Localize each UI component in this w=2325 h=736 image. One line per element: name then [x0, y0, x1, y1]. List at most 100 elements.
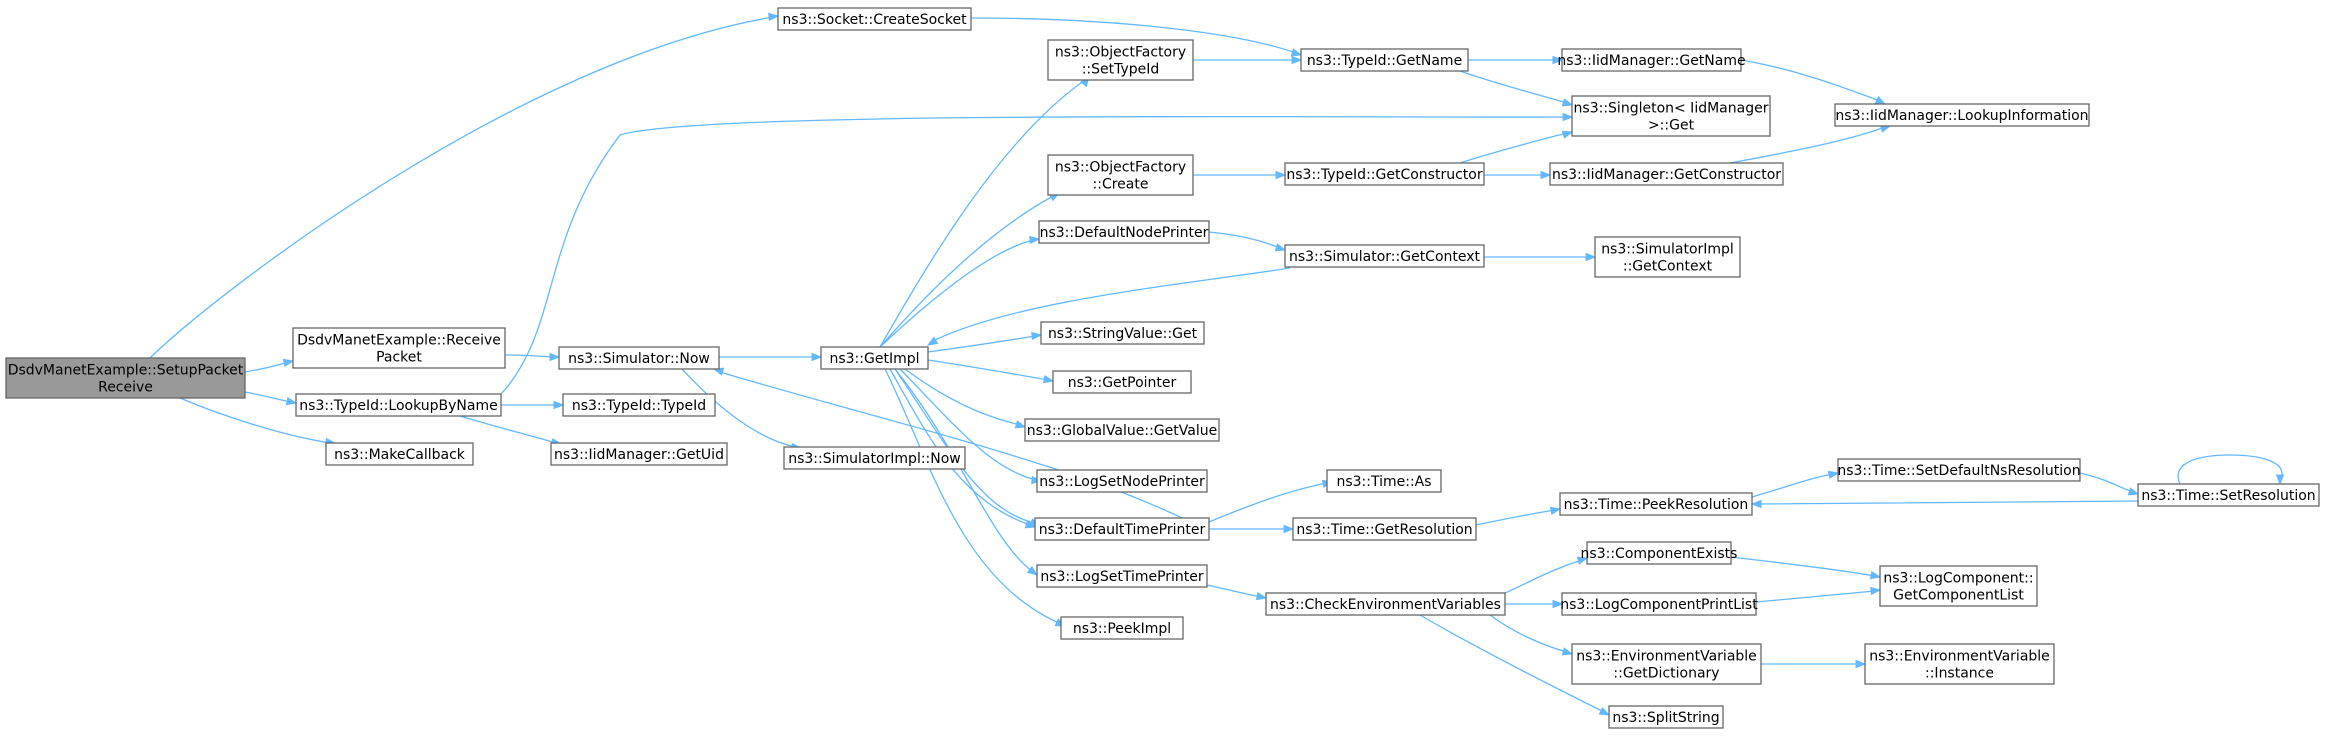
node-iid-lookupinformation[interactable]: ns3::IidManager::LookupInformation	[1834, 103, 2090, 127]
node-label: ns3::GlobalValue::GetValue	[1027, 423, 1217, 439]
node-time-setdefaultnsresolution[interactable]: ns3::Time::SetDefaultNsResolution	[1837, 458, 2081, 482]
call-edge	[719, 371, 1210, 533]
call-edge	[1751, 473, 1834, 498]
node-iid-getuid[interactable]: ns3::IidManager::GetUid	[550, 442, 728, 466]
node-get-impl[interactable]: ns3::GetImpl	[820, 346, 929, 370]
node-label: ns3::StringValue::Get	[1048, 326, 1198, 342]
node-time-getresolution[interactable]: ns3::Time::GetResolution	[1292, 517, 1477, 541]
node-label: DsdvManetExample::SetupPacket	[8, 363, 244, 379]
call-edge-arrowhead	[553, 400, 565, 410]
node-simimpl-getcontext[interactable]: ns3::SimulatorImpl::GetContext	[1594, 236, 1741, 278]
call-edge-arrowhead	[1255, 591, 1268, 601]
node-split-string[interactable]: ns3::SplitString	[1608, 705, 1724, 729]
node-lookup-by-name[interactable]: ns3::TypeId::LookupByName	[295, 393, 502, 417]
node-log-set-time-printer[interactable]: ns3::LogSetTimePrinter	[1036, 564, 1208, 588]
node-of-create[interactable]: ns3::ObjectFactory::Create	[1047, 154, 1194, 196]
node-default-node-printer[interactable]: ns3::DefaultNodePrinter	[1038, 220, 1210, 244]
node-iid-getname[interactable]: ns3::IidManager::GetName	[1557, 48, 1746, 72]
node-label: ::SetTypeId	[1082, 62, 1160, 78]
node-label: ::Create	[1093, 177, 1149, 193]
call-edge-arrowhead	[1549, 506, 1562, 516]
node-box	[1594, 236, 1741, 278]
node-component-exists[interactable]: ns3::ComponentExists	[1581, 541, 1738, 565]
call-edge	[1459, 132, 1568, 164]
node-label: ::GetContext	[1623, 259, 1713, 275]
call-edge	[1208, 482, 1328, 523]
node-label: ns3::LogSetTimePrinter	[1040, 569, 1204, 585]
call-edge	[1475, 509, 1556, 526]
node-singleton-get[interactable]: ns3::Singleton< IidManager>::Get	[1571, 95, 1771, 137]
call-edge-arrowhead	[1576, 556, 1589, 565]
node-log-set-node-printer[interactable]: ns3::LogSetNodePrinter	[1036, 469, 1208, 493]
node-box	[1561, 48, 1742, 72]
node-label: ns3::CheckEnvironmentVariables	[1270, 597, 1501, 613]
node-typeid-getname[interactable]: ns3::TypeId::GetName	[1300, 48, 1469, 72]
node-envvar-getdictionary[interactable]: ns3::EnvironmentVariable::GetDictionary	[1571, 643, 1762, 685]
node-check-env[interactable]: ns3::CheckEnvironmentVariables	[1265, 592, 1506, 616]
call-edge	[459, 415, 557, 444]
node-time-as[interactable]: ns3::Time::As	[1326, 469, 1442, 493]
call-edge	[500, 115, 1568, 395]
node-log-component-print-list[interactable]: ns3::LogComponentPrintList	[1560, 592, 1758, 616]
node-label: ns3::Time::SetResolution	[2141, 488, 2315, 504]
call-edge-arrowhead	[2127, 487, 2140, 496]
node-logcomponent-getcomponentlist[interactable]: ns3::LogComponent::GetComponentList	[1879, 565, 2038, 607]
node-box	[1038, 220, 1210, 244]
call-edge	[2177, 454, 2283, 485]
node-create-socket[interactable]: ns3::Socket::CreateSocket	[777, 7, 972, 31]
node-label: ns3::TypeId::GetConstructor	[1286, 167, 1482, 183]
node-box	[1608, 705, 1724, 729]
call-edge	[2079, 472, 2134, 493]
node-get-pointer[interactable]: ns3::GetPointer	[1052, 370, 1192, 394]
node-box	[325, 442, 474, 466]
call-edge-arrowhead	[1029, 235, 1041, 245]
node-box	[777, 7, 972, 31]
node-label: ns3::TypeId::TypeId	[572, 398, 706, 414]
node-box	[1047, 39, 1194, 81]
node-label: ns3::SplitString	[1612, 710, 1719, 726]
node-box	[295, 393, 502, 417]
node-box	[1024, 418, 1220, 442]
node-typeid-getconstructor[interactable]: ns3::TypeId::GetConstructor	[1284, 162, 1485, 186]
call-edge-arrowhead	[1291, 55, 1303, 65]
call-edge	[1730, 556, 1876, 577]
call-edge-arrowhead	[1585, 252, 1597, 262]
call-edge	[149, 16, 774, 359]
node-globalvalue-getvalue[interactable]: ns3::GlobalValue::GetValue	[1024, 418, 1220, 442]
node-of-settypeid[interactable]: ns3::ObjectFactory::SetTypeId	[1047, 39, 1194, 81]
node-default-time-printer[interactable]: ns3::DefaultTimePrinter	[1034, 517, 1210, 541]
node-label: ns3::GetImpl	[829, 351, 919, 367]
node-box	[562, 393, 716, 417]
node-label: ns3::PeekImpl	[1073, 621, 1171, 637]
node-box	[1561, 592, 1757, 616]
node-sim-now[interactable]: ns3::Simulator::Now	[558, 346, 720, 370]
node-box	[1052, 370, 1192, 394]
node-label: ns3::Singleton< IidManager	[1574, 101, 1769, 117]
node-make-callback[interactable]: ns3::MakeCallback	[325, 442, 474, 466]
node-box	[1034, 517, 1210, 541]
node-envvar-instance[interactable]: ns3::EnvironmentVariable::Instance	[1864, 643, 2055, 685]
node-box	[1036, 564, 1208, 588]
node-simimpl-now[interactable]: ns3::SimulatorImpl::Now	[783, 446, 966, 470]
node-stringvalue-get[interactable]: ns3::StringValue::Get	[1040, 321, 1205, 345]
node-box	[820, 346, 929, 370]
call-edge	[244, 361, 289, 373]
node-time-setresolution[interactable]: ns3::Time::SetResolution	[2137, 483, 2320, 507]
node-sim-getcontext[interactable]: ns3::Simulator::GetContext	[1284, 244, 1485, 268]
node-label: ns3::GetPointer	[1068, 375, 1177, 391]
call-edge-arrowhead	[549, 352, 561, 362]
node-iid-getconstructor[interactable]: ns3::IidManager::GetConstructor	[1549, 162, 1784, 186]
call-graph-edges	[149, 12, 2285, 716]
node-typeid-typeid[interactable]: ns3::TypeId::TypeId	[562, 393, 716, 417]
node-box	[1879, 565, 2038, 607]
call-edge	[1504, 559, 1583, 594]
node-box	[1284, 162, 1485, 186]
node-label: ns3::MakeCallback	[334, 447, 466, 463]
node-time-peekresolution[interactable]: ns3::Time::PeekResolution	[1559, 492, 1753, 516]
node-box	[292, 327, 506, 369]
call-edge-arrowhead	[1552, 599, 1564, 609]
node-peek-impl[interactable]: ns3::PeekImpl	[1060, 616, 1184, 640]
